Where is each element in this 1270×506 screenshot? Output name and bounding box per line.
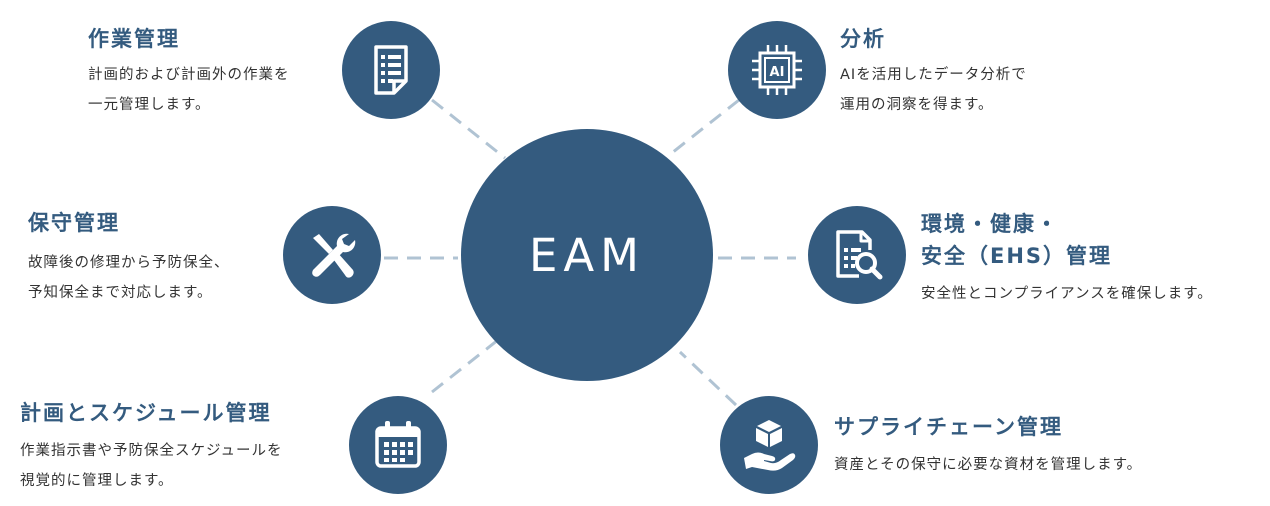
schedule-node — [349, 396, 447, 494]
ai-chip-icon: AI — [752, 45, 802, 95]
analysis-title: 分析 — [840, 27, 886, 51]
tools-icon — [312, 233, 356, 278]
supply-chain-title: サプライチェーン管理 — [834, 415, 1063, 439]
ehs-node — [808, 206, 906, 304]
calendar-icon — [375, 421, 421, 468]
connector-analysis — [667, 98, 740, 158]
title-line: 環境・健康・ — [921, 212, 1059, 236]
chip-label: AI — [770, 65, 785, 80]
analysis-desc: AIを活用したデータ分析で 運用の洞察を得ます。 — [840, 60, 1027, 120]
ehs-title: 環境・健康・ 安全（EHS）管理 — [921, 208, 1112, 272]
supply-chain-node — [720, 396, 818, 494]
desc-line: 故障後の修理から予防保全、 — [28, 255, 230, 271]
maintenance-node — [283, 206, 381, 304]
connector-schedule — [431, 334, 504, 394]
desc-line: 運用の洞察を得ます。 — [840, 97, 994, 113]
desc-line: 資産とその保守に必要な資材を管理します。 — [834, 457, 1143, 473]
title-line: 安全（EHS）管理 — [921, 244, 1113, 268]
maintenance-title: 保守管理 — [28, 211, 120, 235]
work-management-title: 作業管理 — [88, 27, 180, 51]
desc-line: AIを活用したデータ分析で — [840, 67, 1027, 83]
desc-line: 計画的および計画外の作業を — [88, 67, 290, 83]
connector-work — [431, 98, 506, 160]
hub-label: EAM — [528, 228, 646, 282]
connector-supply — [678, 350, 738, 407]
desc-line: 作業指示書や予防保全スケジュールを — [20, 443, 283, 459]
work-management-desc: 計画的および計画外の作業を 一元管理します。 — [88, 60, 290, 120]
schedule-title: 計画とスケジュール管理 — [20, 401, 272, 425]
ehs-desc: 安全性とコンプライアンスを確保します。 — [921, 279, 1213, 309]
schedule-desc: 作業指示書や予防保全スケジュールを 視覚的に管理します。 — [20, 436, 282, 496]
eam-hub: EAM — [461, 129, 713, 381]
document-search-icon — [836, 230, 883, 280]
document-list-icon — [374, 45, 408, 95]
analysis-node: AI — [728, 21, 826, 119]
hand-box-icon — [744, 420, 796, 471]
supply-chain-desc: 資産とその保守に必要な資材を管理します。 — [834, 450, 1142, 480]
work-management-node — [342, 21, 440, 119]
desc-line: 一元管理します。 — [88, 97, 211, 113]
desc-line: 安全性とコンプライアンスを確保します。 — [921, 286, 1213, 302]
desc-line: 予知保全まで対応します。 — [28, 285, 213, 301]
maintenance-desc: 故障後の修理から予防保全、 予知保全まで対応します。 — [28, 248, 230, 308]
desc-line: 視覚的に管理します。 — [20, 473, 174, 489]
